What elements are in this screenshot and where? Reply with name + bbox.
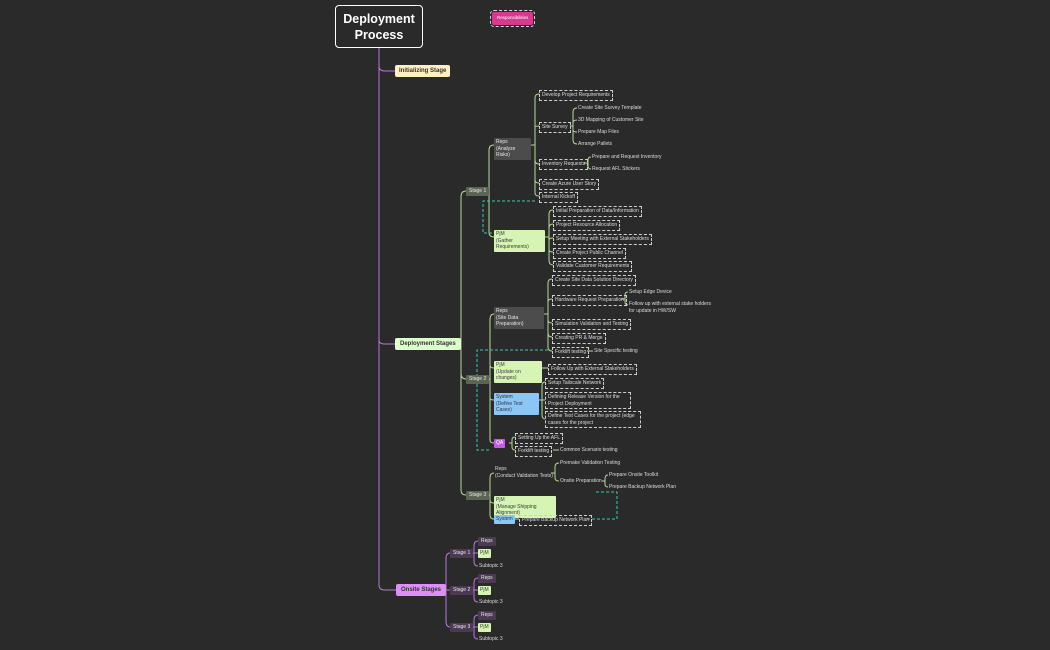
- qa-forklift-testing[interactable]: Forklift testing: [515, 446, 553, 457]
- setup-meeting-stakeholders[interactable]: Setup Meeting with External Stakeholders: [553, 234, 652, 245]
- internal-kickoff[interactable]: Internal Kickoff: [539, 192, 578, 203]
- develop-project-requirements[interactable]: Develop Project Requirements: [539, 90, 613, 101]
- create-site-data-solution-directory[interactable]: Create Site Data Solution Directory: [552, 275, 636, 286]
- onsite-stage-1-pjm[interactable]: PjM: [478, 549, 491, 558]
- root-topic[interactable]: Deployment Process: [335, 5, 423, 48]
- prepare-map-files[interactable]: Prepare Map Files: [578, 129, 619, 135]
- s3-pjm-shipping-alignment[interactable]: PjM (Manage Shipping Alignment): [494, 496, 556, 518]
- create-site-survey-template[interactable]: Create Site Survey Template: [578, 105, 642, 111]
- s2-system-define-test-cases[interactable]: System (Define Test Cases): [494, 393, 539, 415]
- onsite-stage-1[interactable]: Stage 1: [450, 549, 474, 558]
- request-afl-stickers[interactable]: Request AFL Stickers: [592, 166, 640, 172]
- follow-up-external-stakeholders[interactable]: Follow Up with External Stakeholders: [548, 364, 637, 375]
- onsite-stage-2-pjm[interactable]: PjM: [478, 586, 491, 595]
- inventory-requests[interactable]: Inventory Requests: [539, 159, 589, 170]
- create-project-public-channel[interactable]: Create Project Public Channel: [553, 248, 626, 259]
- s3-reps-conduct-validation[interactable]: Reps (Conduct Validation Tests): [495, 466, 553, 479]
- setting-up-afl[interactable]: Setting Up the AFL: [515, 433, 563, 444]
- prepare-backup-network-plan[interactable]: Prepare Backup Network Plan: [609, 484, 676, 490]
- forklift-testing[interactable]: Forklift testing: [552, 347, 590, 358]
- arrange-pallets[interactable]: Arrange Pallets: [578, 141, 613, 147]
- project-resource-allocation[interactable]: Project Resource Allocation: [553, 220, 621, 231]
- common-scenario-testing[interactable]: Common Scenario testing: [560, 447, 618, 453]
- onsite-stage-1-reps[interactable]: Reps: [478, 537, 496, 546]
- deploy-stage-3[interactable]: Stage 3: [466, 491, 490, 500]
- responsibilities-floating-topic[interactable]: Responsibilities: [489, 10, 536, 27]
- onsite-stage-2[interactable]: Stage 2: [450, 586, 474, 595]
- defining-release-version[interactable]: Defining Release Version for the Project…: [545, 392, 631, 409]
- initializing-stage[interactable]: Initializing Stage: [395, 65, 451, 77]
- onsite-stage-2-reps[interactable]: Reps: [478, 574, 496, 583]
- prepare-onsite-toolkit[interactable]: Prepare Onsite Toolkit: [609, 472, 659, 478]
- onsite-stage-2-subtopic[interactable]: Subtopic 3: [479, 599, 503, 605]
- initial-preparation[interactable]: Initial Preparation of Data/Information: [553, 206, 642, 217]
- onsite-preparation[interactable]: Onsite Preparation: [560, 478, 602, 484]
- onsite-stage-3-reps[interactable]: Reps: [478, 611, 496, 620]
- deployment-stages[interactable]: Deployment Stages: [395, 338, 461, 350]
- deploy-stage-2[interactable]: Stage 2: [466, 375, 490, 384]
- s3-system[interactable]: System: [494, 515, 515, 524]
- onsite-stages[interactable]: Onsite Stages: [396, 584, 447, 596]
- onsite-stage-3[interactable]: Stage 3: [450, 623, 474, 632]
- validate-customer-requirements[interactable]: Validate Customer Requirements: [553, 261, 633, 272]
- setup-tailscale-network[interactable]: Setup Tailscale Network: [545, 378, 605, 389]
- onsite-stage-1-subtopic[interactable]: Subtopic 3: [479, 563, 503, 569]
- 3d-mapping[interactable]: 3D Mapping of Customer Site: [578, 117, 644, 123]
- prepare-and-request-inventory[interactable]: Prepare and Request Inventory: [592, 154, 662, 160]
- site-survey[interactable]: Site Survey: [539, 122, 571, 133]
- creating-pr-merge[interactable]: Creating PR & Merge: [552, 333, 606, 344]
- define-edge-test-cases[interactable]: Define Test Cases for the project (edge …: [545, 411, 641, 428]
- system-backup-network-plan[interactable]: Prepare Backup Network Plan: [519, 515, 592, 526]
- s1-reps-analyze-risks[interactable]: Reps (Analyze Risks): [494, 138, 531, 160]
- follow-up-hw-sw[interactable]: Follow up with external stake holders fo…: [629, 301, 711, 314]
- s2-reps-site-data-preparation[interactable]: Reps (Site Data Preparation): [494, 307, 544, 329]
- setup-edge-device[interactable]: Setup Edge Device: [629, 289, 672, 295]
- s2-pjm-update-on-changes[interactable]: PjM (Update on changes): [494, 361, 542, 383]
- create-azure-user-story[interactable]: Create Azure User Story: [539, 179, 600, 190]
- simulation-validation-testing[interactable]: Simulation Validation and Testing: [552, 319, 632, 330]
- s2-qa[interactable]: QA: [494, 439, 506, 448]
- hardware-request-preparation[interactable]: Hardware Request Preparation: [552, 295, 627, 306]
- onsite-stage-3-pjm[interactable]: PjM: [478, 623, 491, 632]
- premake-validation-testing[interactable]: Premake Validation Testing: [560, 460, 621, 466]
- onsite-stage-3-subtopic[interactable]: Subtopic 3: [479, 636, 503, 642]
- site-specific-testing[interactable]: Site Specific testing: [594, 348, 638, 354]
- deploy-stage-1[interactable]: Stage 1: [466, 187, 490, 196]
- s1-pjm-gather-requirements[interactable]: PjM (Gather Requirements): [494, 230, 545, 252]
